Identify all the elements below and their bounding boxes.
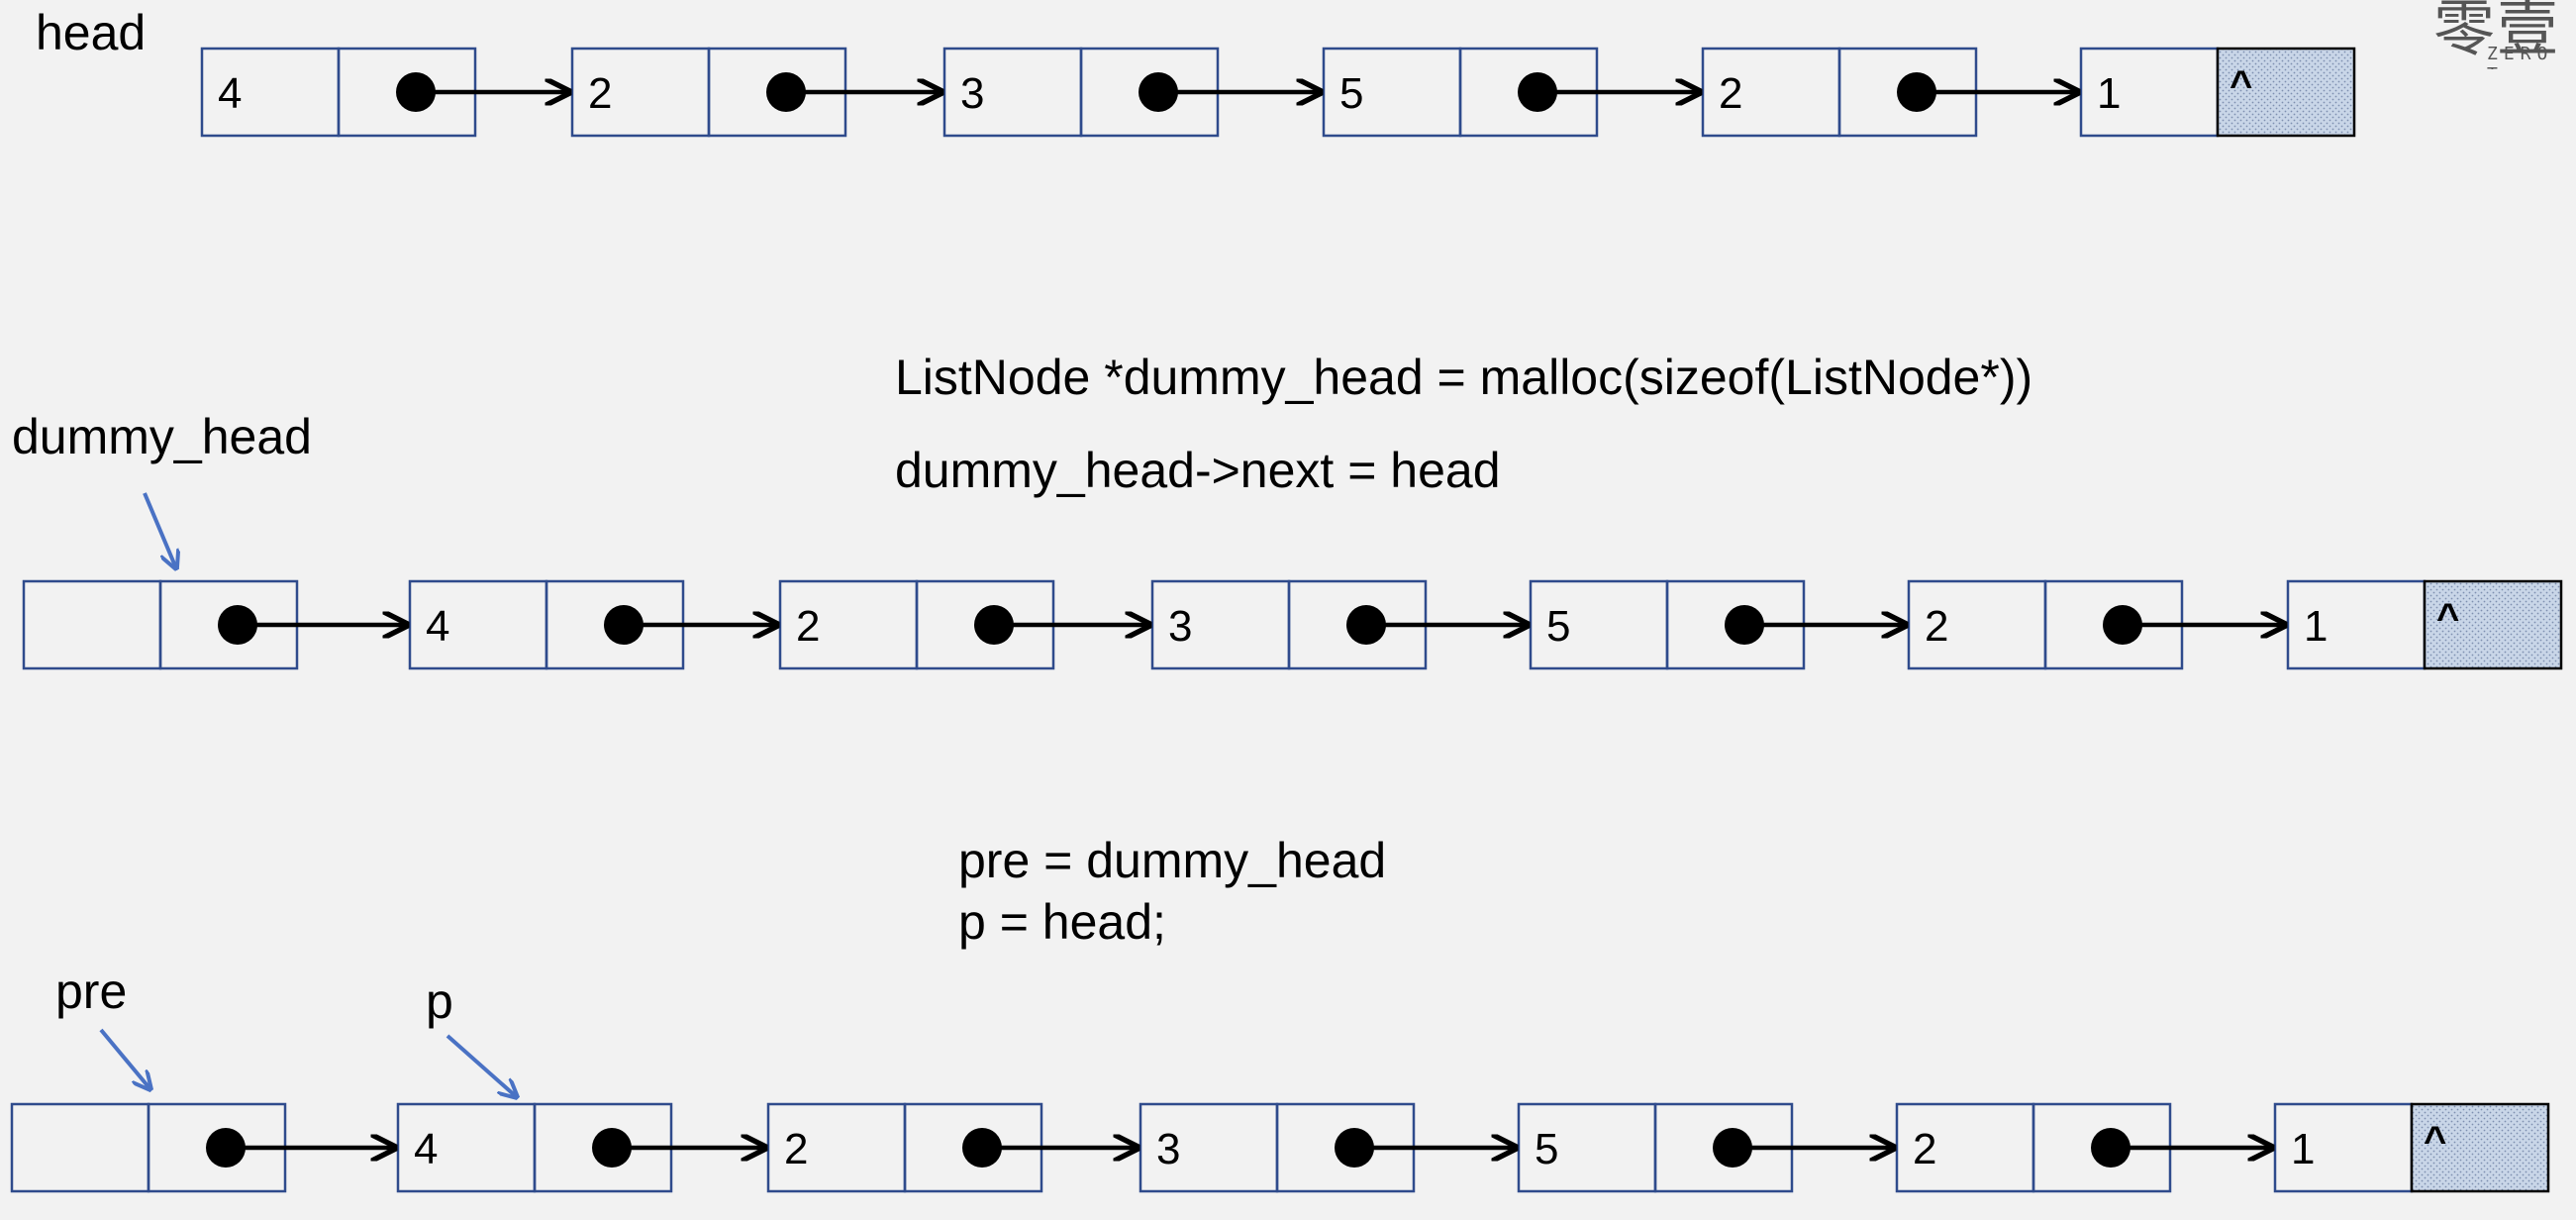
dummy-head-pointer-label: dummy_head [12, 409, 312, 464]
null-symbol: ^ [2229, 63, 2252, 107]
null-pointer-cell [2216, 47, 2356, 138]
null-pointer-cell [2410, 1102, 2550, 1193]
node-value: 1 [2291, 1125, 2315, 1173]
node-value: 2 [1719, 69, 1742, 118]
code-line-malloc: ListNode *dummy_head = malloc(sizeof(Lis… [895, 350, 2033, 405]
pre-pointer-label: pre [55, 964, 128, 1019]
node-value: 2 [784, 1125, 808, 1173]
logo-text: ZERO T [2487, 44, 2554, 69]
code-line-p-assign: p = head; [958, 894, 1166, 950]
null-pointer-cell [2423, 579, 2563, 670]
node-value: 2 [1913, 1125, 1936, 1173]
code-line-assign-next: dummy_head->next = head [895, 443, 1501, 498]
node-value: 5 [1535, 1125, 1558, 1173]
p-pointer-label: p [426, 973, 453, 1029]
node-value: 3 [1168, 602, 1192, 651]
null-symbol: ^ [2424, 1119, 2446, 1163]
node-value: 3 [1156, 1125, 1180, 1173]
p-pointer-arrow [446, 1034, 517, 1097]
dummy-node-value-cell [10, 1102, 150, 1193]
node-value: 5 [1546, 602, 1570, 651]
node-value: 1 [2097, 69, 2121, 118]
node-value: 4 [218, 69, 242, 118]
node-value: 2 [796, 602, 820, 651]
null-symbol: ^ [2436, 596, 2459, 640]
dummy-head-pointer-arrow [143, 492, 176, 568]
logo: 零壹 ZERO T [2416, 0, 2576, 69]
node-value: 2 [1925, 602, 1948, 651]
node-value: 4 [426, 602, 449, 651]
pre-pointer-arrow [99, 1028, 150, 1089]
node-value: 5 [1339, 69, 1363, 118]
node-value: 2 [588, 69, 612, 118]
node-value: 1 [2304, 602, 2328, 651]
dummy-node-value-cell [22, 579, 162, 670]
logo-glyph: 零壹 [2433, 0, 2561, 64]
code-line-pre-assign: pre = dummy_head [958, 833, 1387, 888]
node-value: 4 [414, 1125, 438, 1173]
node-value: 3 [960, 69, 984, 118]
head-pointer-label: head [36, 5, 147, 60]
